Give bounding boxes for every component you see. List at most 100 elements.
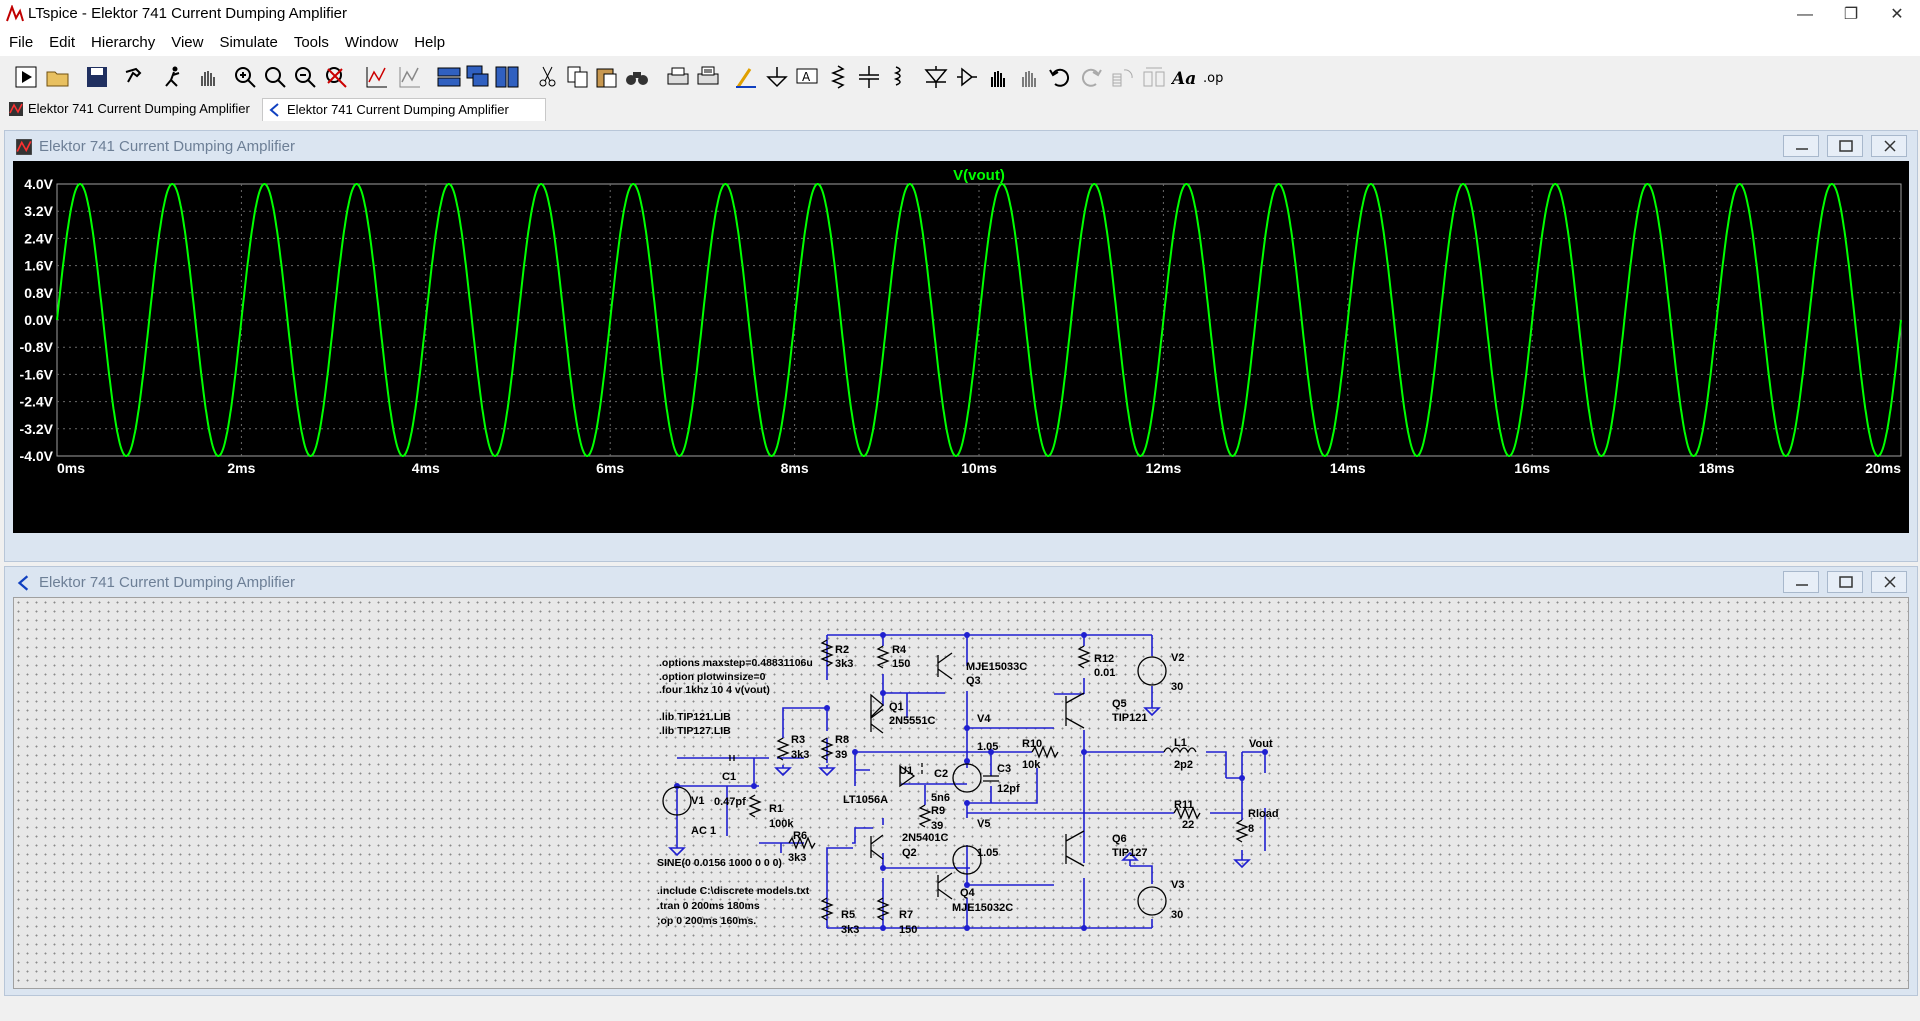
menu-edit[interactable]: Edit [49,34,76,51]
drag-button[interactable] [1016,64,1042,90]
menu-tools[interactable]: Tools [293,34,329,51]
save-button[interactable] [84,64,110,90]
schematic-drawing: R2 3k3 R4 150 MJE15033C Q3 R12 0.01 V2 3… [657,632,1279,936]
zoom-out-button[interactable] [292,64,318,90]
mirror-button[interactable] [1141,64,1167,90]
inductor-button[interactable] [886,64,912,90]
menu-simulate[interactable]: Simulate [219,34,278,51]
spice-directives: .options maxstep=0.48831106u .option plo… [657,657,813,927]
directive-lib-tip127[interactable]: .lib TIP127.LIB [659,725,731,737]
label-net-button[interactable]: A [794,64,820,90]
menu-hierarchy[interactable]: Hierarchy [91,34,156,51]
resistor-button[interactable] [825,64,851,90]
zoom-area-button[interactable] [262,64,288,90]
source-sine-text[interactable]: SINE(0 0.0156 1000 0 0 0) [657,857,782,869]
zoom-cancel-button[interactable] [323,64,349,90]
label-r12-value: 0.01 [1094,667,1115,679]
title-bar: LTspice - Elektor 741 Current Dumping Am… [0,0,1920,30]
waveform-icon [9,102,23,116]
find-button[interactable] [624,64,650,90]
run-button[interactable] [13,64,39,90]
net-label-vout: Vout [1249,738,1273,750]
draw-wire-button[interactable] [733,64,759,90]
menu-view[interactable]: View [171,34,204,51]
cascade-button[interactable] [465,64,491,90]
schematic-maximize-button[interactable] [1827,571,1863,593]
tile-horizontal-button[interactable] [436,64,462,90]
label-v2-value: 30 [1171,681,1183,693]
move-button[interactable] [985,64,1011,90]
directive-options[interactable]: .options maxstep=0.48831106u [659,657,813,669]
open-button[interactable] [45,64,71,90]
directive-tran[interactable]: .tran 0 200ms 180ms [657,900,760,912]
ground-symbols [668,707,1251,869]
component-button[interactable] [954,64,980,90]
restore-button[interactable]: ❐ [1843,6,1859,23]
close-button[interactable]: ✕ [1890,6,1904,23]
directive-include[interactable]: .include C:\discrete models.txt [657,885,810,897]
label-q4: Q4 [960,887,976,899]
label-v5-value: 1.05 [977,847,998,859]
menu-help[interactable]: Help [414,34,446,51]
y-tick-label: -3.2V [20,421,54,437]
halt-button[interactable] [160,64,186,90]
print-button[interactable] [665,64,691,90]
label-c2: C2 [934,768,948,780]
label-q6: Q6 [1112,833,1127,845]
waveform-maximize-button[interactable] [1827,135,1863,157]
directive-four[interactable]: .four 1khz 10 4 v(vout) [659,684,770,696]
text-button[interactable]: Aa [1170,64,1197,90]
label-r9: R9 [931,805,945,817]
zoom-in-button[interactable] [232,64,258,90]
schematic-window: Elektor 741 Current Dumping Amplifier [4,566,1918,996]
schematic-canvas[interactable]: R2 3k3 R4 150 MJE15033C Q3 R12 0.01 V2 3… [13,597,1909,989]
spice-directive-button[interactable]: .op [1202,64,1228,90]
plot-title[interactable]: V(vout) [953,167,1005,184]
tab-schematic[interactable]: Elektor 741 Current Dumping Amplifier [262,98,546,121]
print-preview-button[interactable] [695,64,721,90]
label-r4-value: 150 [892,658,910,670]
undo-button[interactable] [1047,64,1073,90]
directive-lib-tip121[interactable]: .lib TIP121.LIB [659,711,731,723]
waveform-close-button[interactable] [1871,135,1907,157]
copy-button[interactable] [565,64,591,90]
label-q1: Q1 [889,701,904,713]
label-q5: Q5 [1112,698,1127,710]
label-r7-value: 150 [899,924,917,936]
pan-button[interactable] [195,64,221,90]
label-u1: U1 [899,765,913,777]
waveform-minimize-button[interactable] [1783,135,1819,157]
control-panel-button[interactable] [122,64,148,90]
label-c1-value: 0.47pf [714,796,746,808]
label-v2: V2 [1171,652,1184,664]
waveform-window: Elektor 741 Current Dumping Amplifier V(… [4,130,1918,562]
autorange-button[interactable] [364,64,390,90]
label-l1: L1 [1174,737,1187,749]
label-q4-model: MJE15032C [952,902,1013,914]
cut-button[interactable] [535,64,561,90]
label-v4-value: 1.05 [977,741,998,753]
rotate-button[interactable] [1110,64,1136,90]
menu-file[interactable]: File [9,34,34,51]
schematic-close-button[interactable] [1871,571,1907,593]
label-r6-value: 3k3 [788,852,806,864]
directive-plotwinsize[interactable]: .option plotwinsize=0 [659,671,766,683]
ltspice-logo-icon [6,5,24,22]
y-tick-label: 0.0V [24,312,53,328]
label-v1: V1 [691,795,704,807]
schematic-minimize-button[interactable] [1783,571,1819,593]
tab-waveform[interactable]: Elektor 741 Current Dumping Amplifier [4,98,272,120]
tile-vertical-button[interactable] [494,64,520,90]
ground-button[interactable] [764,64,790,90]
label-r3-value: 3k3 [791,749,809,761]
redo-button[interactable] [1078,64,1104,90]
menu-window[interactable]: Window [344,34,399,51]
minimize-button[interactable]: — [1797,6,1813,23]
plot-button[interactable] [397,64,423,90]
diode-button[interactable] [923,64,949,90]
directive-op-comment[interactable]: ;op 0 200ms 160ms. [657,915,756,927]
paste-button[interactable] [594,64,620,90]
x-tick-label: 2ms [227,460,255,476]
capacitor-button[interactable] [856,64,882,90]
